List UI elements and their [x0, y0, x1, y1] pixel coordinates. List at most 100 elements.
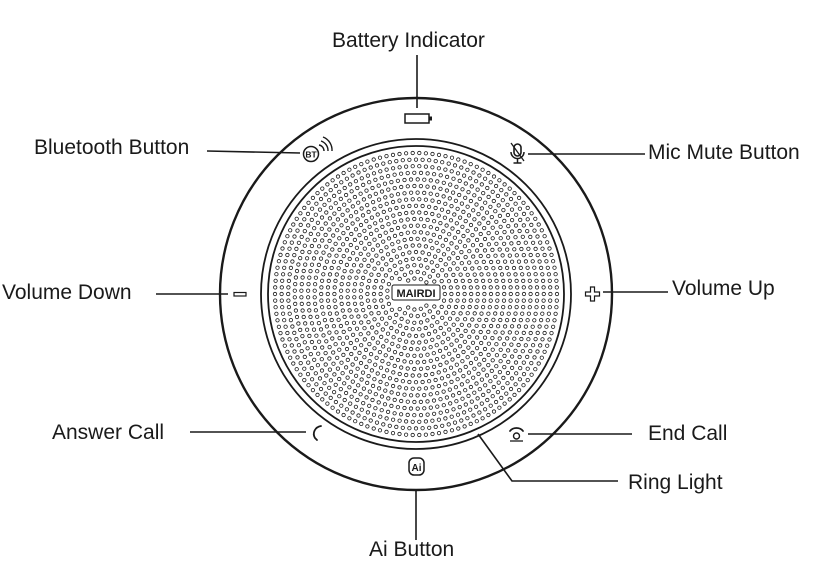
- grille-hole: [387, 207, 393, 212]
- grille-hole: [359, 407, 364, 412]
- volume-down-icon[interactable]: [233, 291, 247, 297]
- grille-hole: [459, 333, 464, 338]
- grille-hole: [467, 278, 472, 284]
- grille-hole: [423, 257, 428, 263]
- end-call-icon[interactable]: [509, 427, 524, 442]
- grille-hole: [554, 278, 559, 283]
- grille-hole: [444, 174, 450, 179]
- grille-hole: [318, 256, 324, 261]
- grille-hole: [520, 349, 525, 354]
- grille-hole: [447, 196, 452, 201]
- grille-hole: [405, 319, 410, 324]
- grille-hole: [528, 234, 533, 239]
- ai-icon[interactable]: Ai: [408, 457, 425, 476]
- grille-hole: [333, 342, 338, 347]
- grille-hole: [293, 308, 298, 313]
- grille-hole: [370, 185, 375, 191]
- grille-hole: [292, 288, 297, 293]
- grille-hole: [320, 186, 325, 191]
- grille-hole: [402, 359, 407, 364]
- grille-hole: [379, 249, 384, 254]
- grille-hole: [477, 221, 482, 226]
- grille-hole: [438, 362, 443, 367]
- grille-hole: [425, 217, 430, 222]
- grille-hole: [315, 269, 320, 274]
- grille-hole: [272, 291, 278, 297]
- grille-hole: [309, 321, 315, 326]
- grille-hole: [348, 182, 353, 187]
- answer-call-icon[interactable]: [312, 425, 322, 441]
- grille-hole: [497, 405, 502, 410]
- grille-hole: [512, 336, 517, 341]
- grille-hole: [498, 236, 503, 241]
- bluetooth-icon[interactable]: BT: [302, 136, 333, 163]
- grille-hole: [477, 317, 482, 322]
- grille-hole: [276, 259, 281, 264]
- battery-indicator-label: Battery Indicator: [332, 29, 485, 52]
- grille-hole: [447, 327, 452, 332]
- grille-hole: [347, 308, 352, 313]
- grille-hole: [410, 243, 415, 248]
- grille-edge: [267, 145, 565, 443]
- grille-hole: [446, 373, 451, 379]
- grille-hole: [305, 237, 310, 242]
- grille-hole: [438, 257, 443, 263]
- grille-hole: [403, 386, 409, 391]
- grille-hole: [541, 285, 546, 290]
- grille-hole: [463, 195, 468, 200]
- grille-hole: [495, 298, 500, 303]
- grille-hole: [500, 385, 505, 390]
- grille-hole: [521, 278, 526, 283]
- grille-hole: [337, 236, 342, 241]
- grille-hole: [410, 210, 415, 215]
- grille-hole: [317, 207, 323, 212]
- grille-hole: [398, 171, 404, 176]
- grille-hole: [327, 253, 332, 258]
- grille-hole: [408, 177, 414, 182]
- grille-hole: [373, 392, 378, 397]
- grille-hole: [532, 318, 537, 323]
- grille-hole: [376, 386, 382, 391]
- grille-hole: [285, 234, 290, 239]
- grille-hole: [390, 242, 395, 247]
- grille-hole: [443, 273, 449, 278]
- grille-hole: [482, 346, 488, 352]
- grille-hole: [412, 320, 417, 325]
- grille-hole: [527, 305, 532, 310]
- grille-hole: [509, 218, 515, 223]
- grille-hole: [422, 406, 427, 411]
- grille-hole: [306, 301, 311, 306]
- grille-hole: [308, 351, 313, 357]
- grille-hole: [379, 394, 385, 399]
- grille-hole: [314, 250, 319, 255]
- grille-hole: [338, 323, 343, 329]
- grille-hole: [410, 327, 415, 332]
- grille-hole: [476, 212, 481, 217]
- grille-hole: [344, 248, 350, 253]
- grille-hole: [422, 346, 427, 351]
- grille-hole: [310, 195, 315, 200]
- grille-hole: [455, 206, 460, 211]
- grille-hole: [526, 272, 532, 277]
- grille-hole: [300, 333, 305, 339]
- grille-hole: [308, 231, 313, 236]
- grille-hole: [321, 333, 326, 338]
- grille-hole: [462, 424, 467, 429]
- grille-hole: [294, 367, 299, 372]
- grille-hole: [403, 432, 409, 437]
- grille-hole: [540, 311, 545, 316]
- grille-hole: [286, 304, 291, 310]
- grille-hole: [290, 324, 295, 329]
- grille-hole: [349, 231, 354, 237]
- grille-hole: [302, 354, 307, 359]
- grille-hole: [452, 348, 457, 353]
- grille-hole: [463, 364, 468, 369]
- grille-hole: [312, 345, 317, 350]
- grille-hole: [342, 314, 347, 319]
- grille-hole: [455, 377, 460, 382]
- grille-hole: [376, 400, 381, 405]
- mic-mute-icon[interactable]: [510, 142, 525, 164]
- grille-hole: [441, 180, 446, 185]
- grille-hole: [309, 243, 314, 249]
- volume-up-icon[interactable]: [584, 286, 601, 302]
